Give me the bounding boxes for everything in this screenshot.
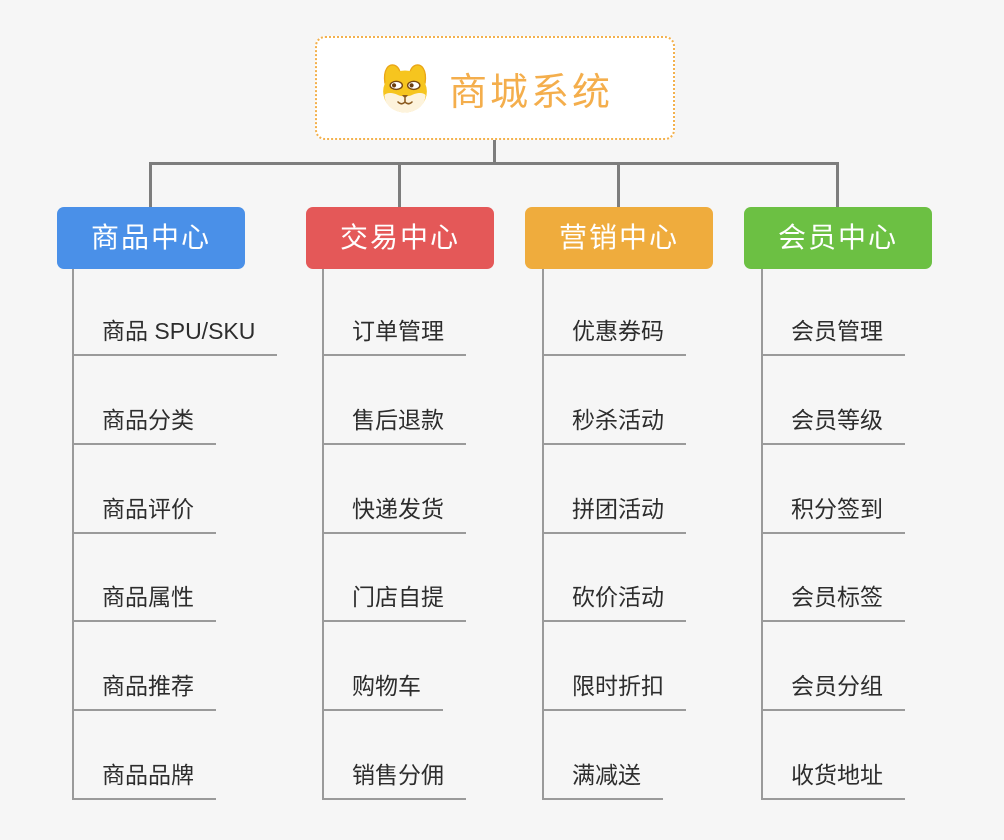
branch-header-member-center[interactable]: 会员中心 bbox=[744, 207, 932, 269]
topic-item[interactable]: 拼团活动 bbox=[542, 494, 686, 534]
dog-face-icon bbox=[377, 61, 433, 115]
connector-root-stem bbox=[493, 139, 496, 163]
topic-item[interactable]: 满减送 bbox=[542, 760, 663, 800]
topic-item[interactable]: 秒杀活动 bbox=[542, 405, 686, 445]
connector-drop-marketing bbox=[617, 162, 620, 208]
branch-items-marketing-center: 优惠券码 秒杀活动 拼团活动 砍价活动 限时折扣 满减送 bbox=[542, 269, 772, 801]
topic-item[interactable]: 积分签到 bbox=[761, 494, 905, 534]
connector-drop-member bbox=[836, 162, 839, 208]
root-topic[interactable]: 商城系统 bbox=[315, 36, 675, 140]
topic-item[interactable]: 销售分佣 bbox=[322, 760, 466, 800]
topic-item[interactable]: 门店自提 bbox=[322, 582, 466, 622]
topic-item[interactable]: 会员标签 bbox=[761, 582, 905, 622]
branch-trunk-line bbox=[322, 269, 324, 800]
branch-trunk-line bbox=[542, 269, 544, 800]
topic-item[interactable]: 收货地址 bbox=[761, 760, 905, 800]
topic-item[interactable]: 商品分类 bbox=[72, 405, 216, 445]
topic-item[interactable]: 砍价活动 bbox=[542, 582, 686, 622]
topic-item[interactable]: 会员管理 bbox=[761, 316, 905, 356]
branch-items-member-center: 会员管理 会员等级 积分签到 会员标签 会员分组 收货地址 bbox=[761, 269, 991, 801]
topic-item[interactable]: 优惠券码 bbox=[542, 316, 686, 356]
branch-header-marketing-center[interactable]: 营销中心 bbox=[525, 207, 713, 269]
topic-item[interactable]: 订单管理 bbox=[322, 316, 466, 356]
topic-item[interactable]: 商品属性 bbox=[72, 582, 216, 622]
topic-item[interactable]: 购物车 bbox=[322, 671, 443, 711]
connector-drop-trade bbox=[398, 162, 401, 208]
branch-trunk-line bbox=[72, 269, 74, 800]
topic-item[interactable]: 限时折扣 bbox=[542, 671, 686, 711]
topic-item[interactable]: 商品评价 bbox=[72, 494, 216, 534]
topic-item[interactable]: 会员等级 bbox=[761, 405, 905, 445]
connector-horizontal-bar bbox=[149, 162, 839, 165]
topic-item[interactable]: 商品品牌 bbox=[72, 760, 216, 800]
topic-item[interactable]: 会员分组 bbox=[761, 671, 905, 711]
topic-item[interactable]: 商品 SPU/SKU bbox=[72, 316, 278, 356]
topic-item[interactable]: 商品推荐 bbox=[72, 671, 216, 711]
branch-header-trade-center[interactable]: 交易中心 bbox=[306, 207, 494, 269]
topic-item[interactable]: 快递发货 bbox=[322, 494, 466, 534]
branch-items-trade-center: 订单管理 售后退款 快递发货 门店自提 购物车 销售分佣 bbox=[322, 269, 552, 801]
root-title: 商城系统 bbox=[448, 71, 613, 114]
connector-drop-product bbox=[149, 162, 152, 208]
topic-item[interactable]: 售后退款 bbox=[322, 405, 466, 445]
branch-trunk-line bbox=[761, 269, 763, 800]
branch-header-product-center[interactable]: 商品中心 bbox=[57, 207, 245, 269]
branch-items-product-center: 商品 SPU/SKU 商品分类 商品评价 商品属性 商品推荐 商品品牌 bbox=[72, 269, 302, 801]
